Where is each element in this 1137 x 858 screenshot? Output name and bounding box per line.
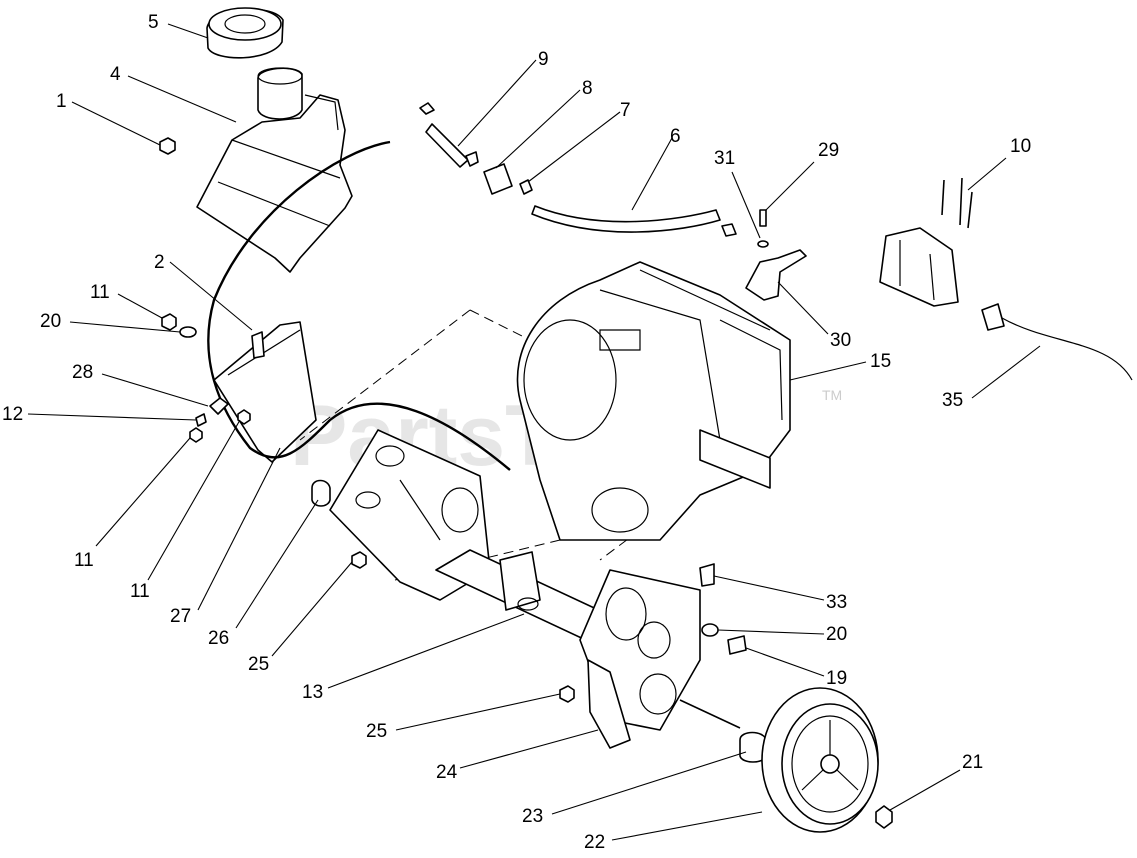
callout-20a: 20: [40, 311, 61, 332]
callout-12: 12: [2, 404, 23, 425]
fuel-tank-part[interactable]: [196, 67, 353, 273]
callout-25a: 25: [248, 654, 269, 675]
callout-23: 23: [522, 806, 543, 827]
callout-numbers: 5 4 1 9 8 7 6 31 29 10 2 11 20 28 12 30 …: [2, 12, 1031, 853]
callout-5: 5: [148, 12, 159, 33]
callout-35: 35: [942, 390, 963, 411]
callout-25b: 25: [366, 721, 387, 742]
control-cable: [207, 140, 511, 471]
callout-6: 6: [670, 126, 681, 147]
callout-33: 33: [826, 592, 847, 613]
callout-7: 7: [620, 100, 631, 121]
callout-13: 13: [302, 682, 323, 703]
callout-30: 30: [830, 330, 851, 351]
leader-lines: [27, 23, 1041, 841]
callout-19: 19: [826, 668, 847, 689]
wheel-hardware[interactable]: [699, 563, 747, 655]
callout-20b: 20: [826, 624, 847, 645]
callout-8: 8: [582, 78, 593, 99]
nut-1-part[interactable]: [159, 137, 176, 155]
callout-27: 27: [170, 606, 191, 627]
callout-4: 4: [110, 64, 121, 85]
switch-assembly[interactable]: [745, 209, 807, 301]
callout-21: 21: [962, 752, 983, 773]
control-box-assembly[interactable]: [879, 177, 1133, 381]
callout-11c: 11: [130, 581, 150, 602]
bushing-part[interactable]: [311, 479, 331, 507]
frame-plate-part[interactable]: [329, 429, 491, 601]
callout-24: 24: [436, 762, 458, 783]
axle-spacer-part[interactable]: [679, 699, 767, 763]
callout-29: 29: [818, 140, 839, 161]
wheel-part[interactable]: [761, 687, 879, 833]
callout-28: 28: [72, 362, 93, 383]
nut-25-upper-part[interactable]: [351, 551, 367, 569]
fuel-line-assembly[interactable]: [419, 102, 737, 237]
callout-10: 10: [1010, 136, 1031, 157]
callout-11a: 11: [90, 282, 110, 303]
lower-bracket-part[interactable]: [587, 659, 631, 749]
fuel-cap-part[interactable]: [206, 7, 284, 59]
nut-25-lower-part[interactable]: [559, 685, 575, 703]
callout-11b: 11: [74, 550, 94, 571]
watermark-trademark: TM: [822, 387, 842, 403]
engine-part[interactable]: [516, 261, 791, 541]
hub-cap-part[interactable]: [875, 805, 893, 829]
callout-15: 15: [870, 351, 891, 372]
callout-1: 1: [56, 91, 67, 112]
callout-26: 26: [208, 628, 229, 649]
callout-22: 22: [584, 832, 605, 853]
callout-9: 9: [538, 49, 549, 70]
callout-2: 2: [154, 252, 165, 273]
callout-31: 31: [714, 148, 735, 169]
